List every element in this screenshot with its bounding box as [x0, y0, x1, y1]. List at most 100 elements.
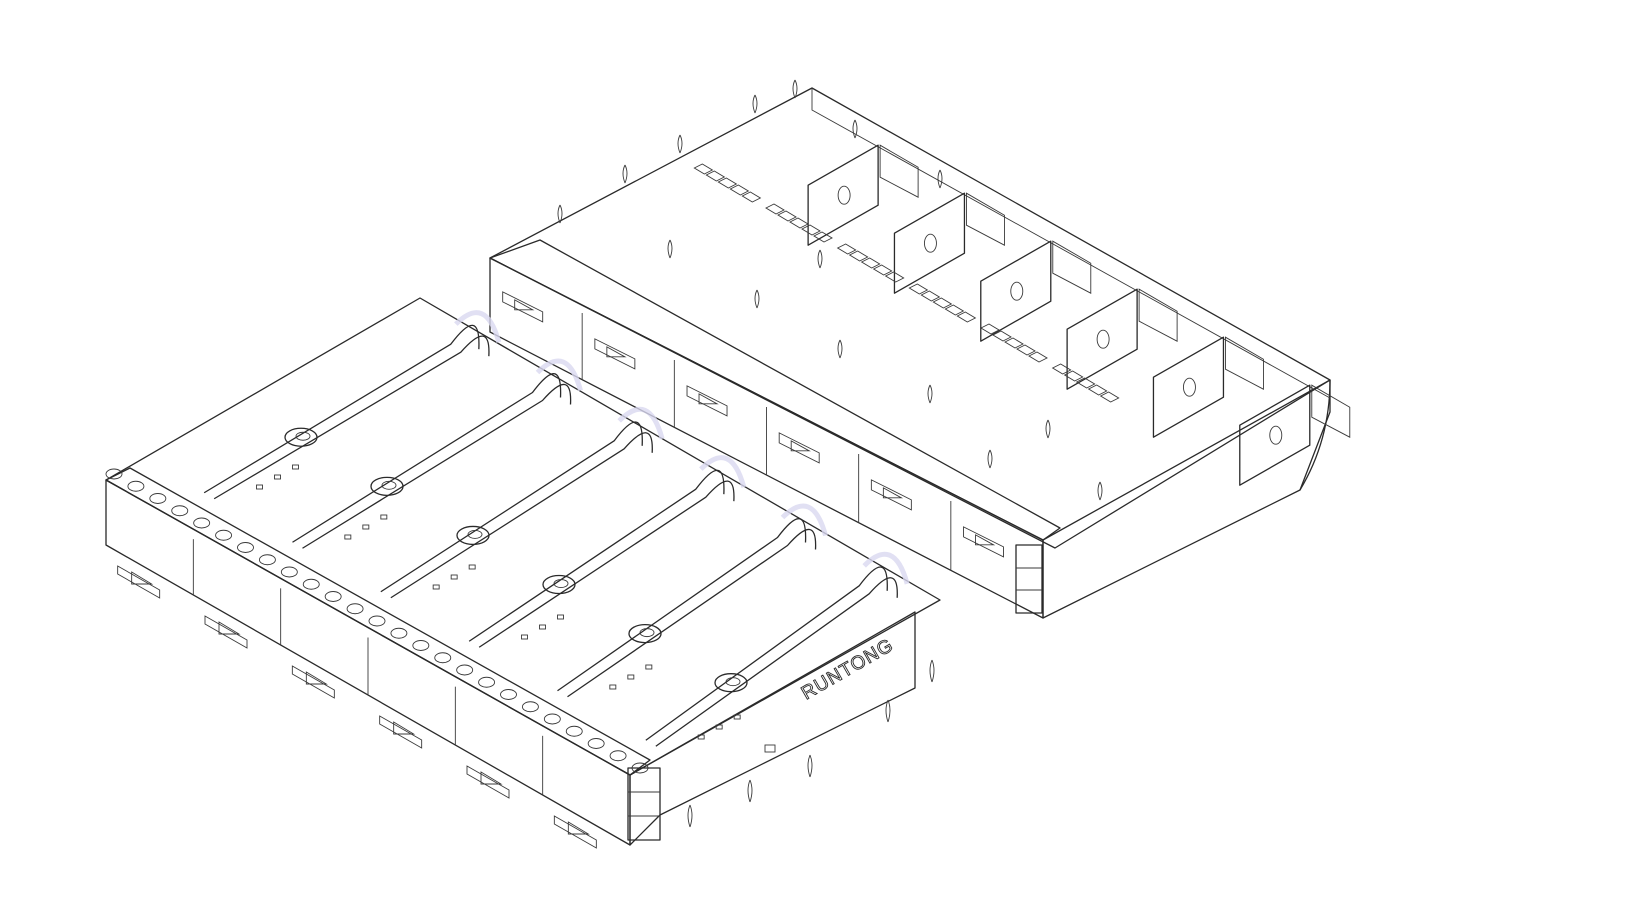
- port-windows: [502, 291, 1004, 558]
- clip-arm-outline: [645, 566, 888, 741]
- clip-tint: [780, 503, 828, 537]
- press-fit-pins: [687, 659, 935, 828]
- top-band: [489, 239, 1061, 541]
- clip-hole: [467, 529, 483, 539]
- pin: [747, 779, 753, 803]
- square-hole: [274, 474, 281, 480]
- clip-hole: [553, 579, 569, 588]
- triangle-window: [698, 393, 719, 405]
- cage-open-top: [489, 79, 1351, 619]
- triangle-window: [790, 440, 811, 452]
- vent-slot: [1075, 377, 1096, 389]
- square-hole: [645, 664, 653, 670]
- partition-wall: [980, 240, 1052, 342]
- cage-with-heatsink-clips: RUNTONG: [105, 297, 941, 849]
- rear-pocket: [1138, 288, 1178, 342]
- square-hole: [292, 464, 299, 470]
- vent-slot: [765, 203, 785, 215]
- pin: [929, 659, 935, 683]
- partition-wall: [893, 192, 966, 294]
- square-hole: [627, 674, 635, 680]
- vent-slot: [956, 311, 977, 323]
- vent-slot: [777, 210, 797, 222]
- knuckle: [434, 652, 452, 664]
- port-tab: [379, 715, 423, 749]
- port-tab: [466, 765, 510, 799]
- pin: [667, 239, 673, 259]
- wall-hole: [837, 185, 851, 205]
- knuckle: [193, 517, 211, 529]
- rear-curve: [1299, 379, 1331, 491]
- triangle-window: [305, 671, 328, 685]
- side-face: [1042, 379, 1331, 619]
- square-hole: [609, 684, 617, 690]
- wall-hole: [1010, 281, 1024, 301]
- square-hole: [380, 514, 388, 520]
- partition-wall: [1239, 384, 1311, 486]
- knuckle: [478, 676, 496, 688]
- square-hole: [432, 584, 440, 590]
- vent-slot: [729, 184, 750, 196]
- clip-tint: [617, 406, 665, 440]
- triangle-window: [606, 346, 627, 358]
- front-rail: [105, 467, 651, 776]
- knuckle: [412, 640, 430, 651]
- pin: [987, 449, 993, 469]
- clip-arm-outline: [567, 528, 817, 698]
- port-tab: [117, 565, 161, 599]
- knuckle: [127, 480, 145, 492]
- knuckle: [456, 664, 474, 676]
- knuckle: [237, 542, 254, 553]
- clip-arm-outline: [390, 432, 653, 599]
- top-plate: [489, 87, 1331, 549]
- side-face: [629, 611, 916, 846]
- pin: [817, 249, 823, 269]
- port-tab: [686, 385, 728, 417]
- partition-wall: [1152, 336, 1225, 438]
- knuckle: [149, 493, 167, 504]
- vent-slot: [693, 163, 714, 175]
- clip-arm: [380, 406, 665, 599]
- triangle-window: [882, 487, 904, 499]
- vent-slot: [944, 304, 965, 316]
- square-hole: [521, 634, 528, 640]
- clip-hub: [370, 476, 404, 496]
- knuckle: [587, 738, 605, 749]
- square-hole: [362, 524, 370, 530]
- rear-pocket: [1052, 240, 1092, 294]
- clip-hole: [725, 677, 741, 687]
- triangle-window: [393, 721, 416, 735]
- port-windows: [117, 565, 597, 849]
- knuckle: [390, 627, 408, 639]
- press-fit-pins: [557, 79, 1103, 501]
- top-holes: [256, 464, 741, 740]
- rear-pocket: [1311, 384, 1351, 438]
- knuckle: [521, 701, 539, 713]
- port-tab: [778, 432, 820, 464]
- wall-hole: [924, 233, 937, 253]
- rail-knuckles: [105, 468, 649, 774]
- square-hole: [468, 564, 476, 570]
- knuckle: [302, 578, 320, 590]
- clip-tint: [454, 310, 502, 343]
- port-tab: [502, 291, 544, 323]
- vent-slot: [1004, 337, 1024, 349]
- clip-tint: [699, 455, 747, 488]
- knuckle: [368, 615, 386, 627]
- vent-slot: [1051, 363, 1072, 375]
- square-hole: [450, 574, 458, 580]
- triangle-window: [975, 534, 996, 546]
- clip-arm-outline: [557, 518, 807, 692]
- clip-arm-outline: [380, 421, 643, 593]
- vent-slot: [717, 177, 738, 189]
- knuckle: [609, 750, 627, 762]
- clip-arm: [468, 455, 747, 648]
- clip-arm-outline: [292, 373, 562, 543]
- square-hole: [733, 714, 741, 720]
- pin: [622, 164, 628, 184]
- clip-hole: [639, 628, 655, 638]
- clip-arm-outline: [302, 383, 572, 549]
- vent-slot: [992, 330, 1012, 342]
- square-hole: [539, 624, 546, 630]
